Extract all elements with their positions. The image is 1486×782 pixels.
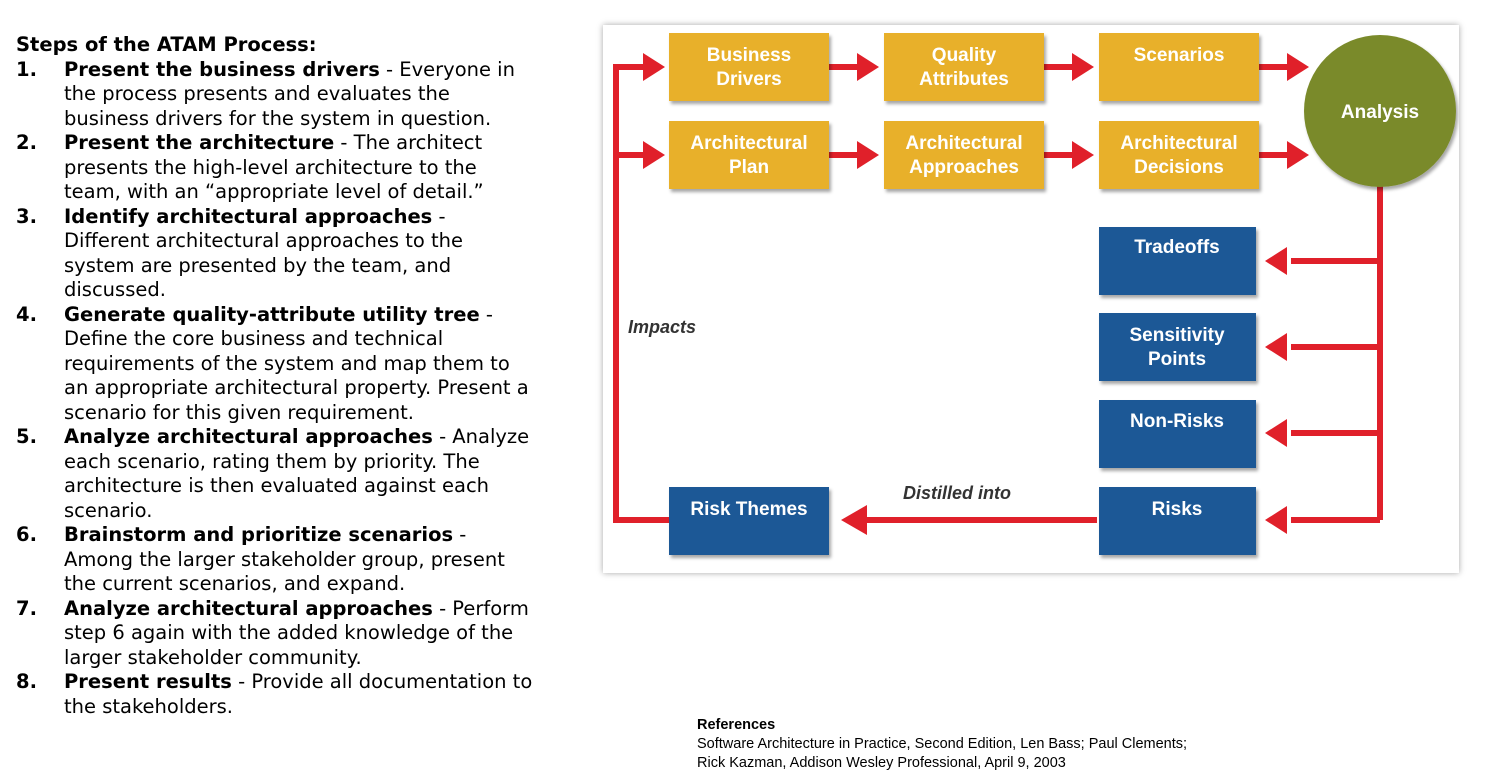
arrowhead bbox=[1265, 506, 1287, 534]
step-item: 1. Present the business drivers - Everyon… bbox=[16, 58, 536, 132]
step-heading: Present results bbox=[64, 670, 232, 693]
step-heading: Brainstorm and prioritize scenarios bbox=[64, 523, 454, 546]
step-item: 3. Identify architectural approaches - Di… bbox=[16, 205, 536, 303]
box-label: Sensitivity bbox=[1129, 325, 1224, 346]
step-body: - Define the core business and technical… bbox=[64, 302, 529, 424]
arrowhead bbox=[1265, 333, 1287, 361]
box-sensitivity-points: Sensitivity Points bbox=[1099, 313, 1256, 381]
references: References Software Architecture in Prac… bbox=[697, 716, 1217, 773]
step-item: 6. Brainstorm and prioritize scenarios - … bbox=[16, 523, 536, 597]
box-label: Risk Themes bbox=[690, 499, 807, 520]
box-architectural-decisions: Architectural Decisions bbox=[1099, 121, 1259, 189]
box-tradeoffs: Tradeoffs bbox=[1099, 227, 1256, 295]
impacts-label: Impacts bbox=[628, 317, 696, 337]
step-number: 4. bbox=[16, 302, 37, 326]
arrowhead bbox=[1072, 53, 1094, 81]
step-body: - The architect presents the high-level … bbox=[64, 131, 484, 203]
box-label: Architectural bbox=[690, 133, 807, 154]
step-heading: Present the architecture bbox=[64, 131, 335, 154]
box-label: Approaches bbox=[909, 157, 1019, 178]
steps-title: Steps of the ATAM Process: bbox=[16, 33, 317, 56]
step-item: 8. Present results - Provide all document… bbox=[16, 670, 536, 719]
step-number: 2. bbox=[16, 131, 37, 154]
step-heading: Generate quality-attribute utility tree bbox=[64, 302, 480, 326]
box-risk-themes: Risk Themes bbox=[669, 487, 829, 555]
distilled-into-label: Distilled into bbox=[903, 483, 1011, 503]
atam-diagram-svg: Business Drivers Quality Attributes Scen… bbox=[613, 33, 1456, 555]
references-title: References bbox=[697, 717, 776, 733]
annotations: Impacts Distilled into bbox=[628, 317, 1011, 503]
step-number: 1. bbox=[16, 57, 37, 81]
box-architectural-approaches: Architectural Approaches bbox=[884, 121, 1044, 189]
step-number: 3. bbox=[16, 204, 37, 228]
arrowhead bbox=[857, 141, 879, 169]
step-item: 2. Present the architecture - The archite… bbox=[16, 131, 536, 205]
box-label: Quality bbox=[932, 45, 997, 66]
step-number: 8. bbox=[16, 670, 37, 693]
step-heading: Present the business drivers bbox=[64, 57, 380, 81]
arrowhead bbox=[1072, 141, 1094, 169]
step-heading: Analyze architectural approaches bbox=[64, 596, 433, 620]
atam-steps-list: Steps of the ATAM Process: 1. Present the… bbox=[16, 33, 536, 719]
output-boxes: Tradeoffs Sensitivity Points Non-Risks R… bbox=[669, 227, 1256, 555]
step-body: - Different architectural approaches to … bbox=[64, 204, 464, 302]
step-number: 6. bbox=[16, 523, 37, 546]
step-body: - Among the larger stakeholder group, pr… bbox=[64, 523, 505, 595]
step-heading: Analyze architectural approaches bbox=[64, 425, 433, 448]
box-label: Scenarios bbox=[1134, 45, 1225, 66]
analysis-label: Analysis bbox=[1341, 102, 1419, 123]
box-label: Decisions bbox=[1134, 157, 1224, 178]
step-item: 4. Generate quality-attribute utility tre… bbox=[16, 303, 536, 426]
atam-diagram: Business Drivers Quality Attributes Scen… bbox=[603, 25, 1459, 573]
references-text: Software Architecture in Practice, Secon… bbox=[697, 736, 1188, 771]
impacts-loop-line bbox=[613, 64, 669, 523]
step-number: 7. bbox=[16, 596, 37, 620]
arrowhead bbox=[841, 505, 867, 535]
step-item: 7. Analyze architectural approaches - Per… bbox=[16, 597, 536, 671]
arrowhead bbox=[1265, 247, 1287, 275]
arrowhead bbox=[1265, 419, 1287, 447]
arrowhead bbox=[643, 53, 665, 81]
box-label: Plan bbox=[729, 157, 769, 178]
box-label: Business bbox=[707, 45, 791, 66]
box-label: Architectural bbox=[1120, 133, 1237, 154]
step-body: - Analyze each scenario, rating them by … bbox=[64, 425, 530, 522]
step-body: - Provide all documentation to the stake… bbox=[64, 670, 533, 718]
arrowhead bbox=[1287, 53, 1309, 81]
box-quality-attributes: Quality Attributes bbox=[884, 33, 1044, 101]
box-architectural-plan: Architectural Plan bbox=[669, 121, 829, 189]
step-heading: Identify architectural approaches bbox=[64, 204, 433, 228]
analysis-circle: Analysis bbox=[1304, 35, 1456, 187]
box-non-risks: Non-Risks bbox=[1099, 400, 1256, 468]
box-label: Tradeoffs bbox=[1134, 237, 1220, 258]
box-label: Points bbox=[1148, 349, 1206, 370]
box-scenarios: Scenarios bbox=[1099, 33, 1259, 101]
box-label: Risks bbox=[1152, 499, 1203, 520]
box-label: Architectural bbox=[905, 133, 1022, 154]
step-number: 5. bbox=[16, 425, 37, 448]
box-risks: Risks bbox=[1099, 487, 1256, 555]
step-body: - Everyone in the process presents and e… bbox=[64, 57, 515, 130]
arrowheads bbox=[643, 53, 1309, 535]
arrowhead bbox=[857, 53, 879, 81]
step-item: 5. Analyze architectural approaches - Ana… bbox=[16, 425, 536, 523]
arrowhead bbox=[1287, 141, 1309, 169]
box-label: Non-Risks bbox=[1130, 411, 1224, 432]
step-body: - Perform step 6 again with the added kn… bbox=[64, 596, 529, 669]
arrowhead bbox=[643, 141, 665, 169]
box-business-drivers: Business Drivers bbox=[669, 33, 829, 101]
connector-lines bbox=[613, 64, 1383, 523]
box-label: Attributes bbox=[919, 69, 1009, 90]
box-label: Drivers bbox=[716, 69, 782, 90]
input-boxes: Business Drivers Quality Attributes Scen… bbox=[669, 33, 1259, 189]
